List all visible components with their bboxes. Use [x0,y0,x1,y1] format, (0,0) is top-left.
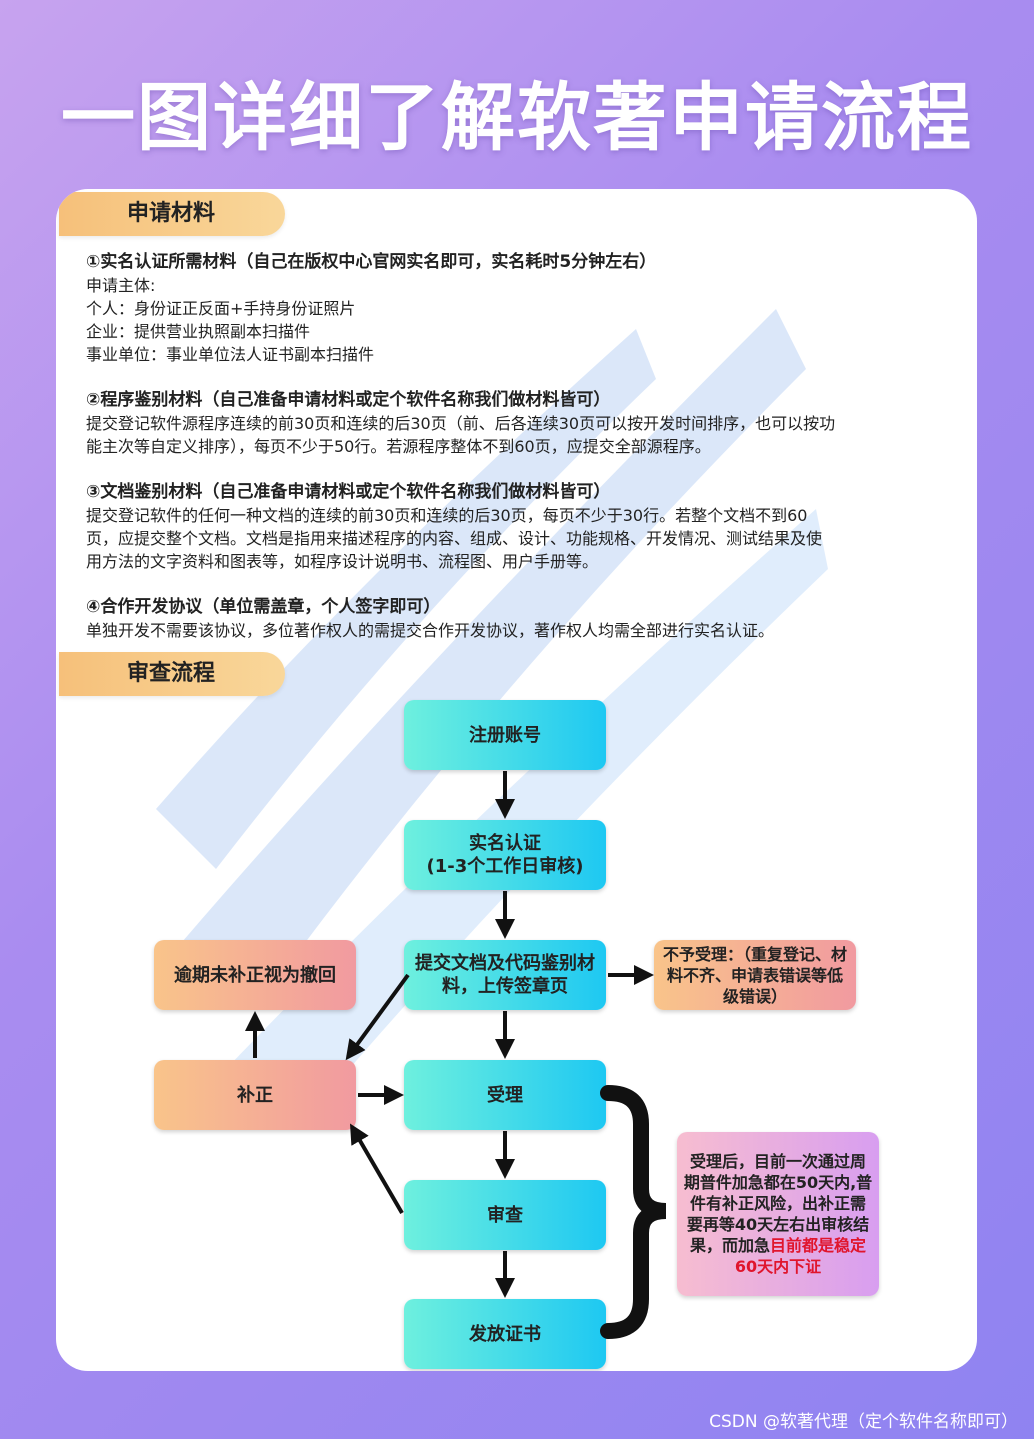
content-card: 申请材料 ①实名认证所需材料（自己在版权中心官网实名即可，实名耗时5分钟左右） … [56,189,977,1371]
material-item-title: ①实名认证所需材料（自己在版权中心官网实名即可，实名耗时5分钟左右） [86,252,657,272]
node-label: 不予受理：（重复登记、材料不齐、申请表错误等低级错误） [662,944,847,1006]
page-title: 一图详细了解软著申请流程 [61,75,973,161]
node-note: 受理后，目前一次通过周期普件加急都在50天内,普件有补正风险，出补正需要再等40… [677,1132,879,1296]
node-label: 受理 [487,1084,523,1106]
node-label: 发放证书 [469,1323,541,1345]
material-line: 用方法的文字资料和图表等，如程序设计说明书、流程图、用户手册等。 [86,552,599,571]
node-review: 审查 [404,1180,606,1250]
note-highlight: 目前都是稳定60天内下证 [734,1236,867,1276]
node-reject: 不予受理：（重复登记、材料不齐、申请表错误等低级错误） [654,940,856,1010]
node-label: 逾期未补正视为撤回 [174,964,336,986]
material-item-4: ④合作开发协议（单位需盖章，个人签字即可） 单独开发不需要该协议，多位著作权人的… [86,596,956,642]
footer-credit: CSDN @软著代理（定个软件名称即可） [709,1412,1018,1432]
material-item-1: ①实名认证所需材料（自己在版权中心官网实名即可，实名耗时5分钟左右） 申请主体:… [86,251,956,366]
material-item-title: ③文档鉴别材料（自己准备申请材料或定个软件名称我们做材料皆可） [86,482,611,502]
node-label: 提交文档及代码鉴别材料，上传签章页 [415,953,595,997]
material-line: 个人：身份证正反面+手持身份证照片 [86,299,356,318]
node-label: 注册账号 [469,724,541,746]
material-item-3: ③文档鉴别材料（自己准备申请材料或定个软件名称我们做材料皆可） 提交登记软件的任… [86,481,956,573]
material-line: 申请主体: [86,276,156,295]
material-line: 能主次等自定义排序），每页不少于50行。若源程序整体不到60页，应提交全部源程序… [86,437,711,456]
material-line: 提交登记软件的任何一种文档的连续的前30页和连续的后30页，每页不少于30行。若… [86,506,808,525]
material-line: 单独开发不需要该协议，多位著作权人的需提交合作开发协议，著作权人均需全部进行实名… [86,621,775,640]
node-label-line: (1-3个工作日审核) [426,856,584,877]
node-label: 审查 [487,1204,523,1226]
node-submit: 提交文档及代码鉴别材料，上传签章页 [404,940,606,1010]
node-label: 受理后，目前一次通过周期普件加急都在50天内,普件有补正风险，出补正需要再等40… [683,1151,873,1277]
material-line: 企业：提供营业执照副本扫描件 [86,322,311,341]
node-register: 注册账号 [404,700,606,770]
note-text: 受理后，目前一次通过周期普件加急都在50天内,普件有补正风险，出补正需要再等40… [683,1152,873,1255]
material-item-title: ④合作开发协议（单位需盖章，个人签字即可） [86,597,441,617]
material-line: 提交登记软件源程序连续的前30页和连续的后30页（前、后各连续30页可以按开发时… [86,414,836,433]
material-item-2: ②程序鉴别材料（自己准备申请材料或定个软件名称我们做材料皆可） 提交登记软件源程… [86,389,956,458]
node-label: 实名认证 (1-3个工作日审核) [427,832,584,878]
node-withdraw: 逾期未补正视为撤回 [154,940,356,1010]
node-issue: 发放证书 [404,1299,606,1369]
section-heading-process: 审查流程 [59,652,285,696]
section-heading-materials: 申请材料 [59,192,285,236]
material-line: 页，应提交整个文档。文档是指用来描述程序的内容、组成、设计、功能规格、开发情况、… [86,529,823,548]
node-verify: 实名认证 (1-3个工作日审核) [404,820,606,890]
node-label: 补正 [237,1084,273,1106]
node-correct: 补正 [154,1060,356,1130]
material-item-title: ②程序鉴别材料（自己准备申请材料或定个软件名称我们做材料皆可） [86,390,611,410]
node-accept: 受理 [404,1060,606,1130]
watermark-icon [156,309,828,1119]
node-label-line: 实名认证 [468,833,541,854]
material-line: 事业单位：事业单位法人证书副本扫描件 [86,345,375,364]
